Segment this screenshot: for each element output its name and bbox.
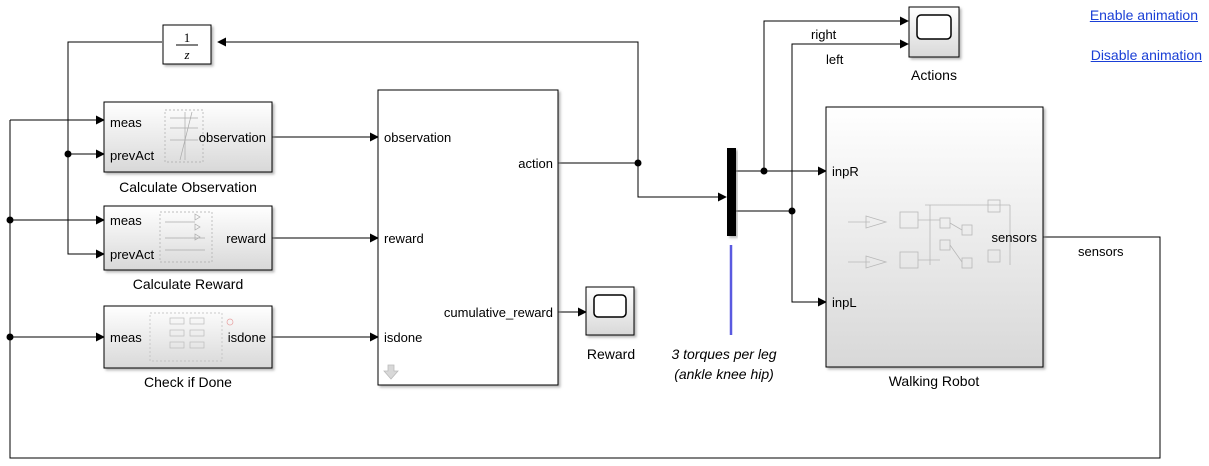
block-label-walking-robot: Walking Robot [889, 373, 980, 389]
port-label-prevact: prevAct [110, 247, 154, 262]
port-label-reward: reward [226, 231, 266, 246]
scope-icon [593, 294, 627, 318]
port-label-action: action [518, 156, 553, 171]
scope-icon [916, 14, 952, 40]
branch-dot [634, 159, 642, 167]
branch-points [6, 150, 796, 341]
arrow-down-icon[interactable] [383, 364, 399, 380]
rl-agent-block[interactable]: observation reward isdone action cumulat… [377, 89, 559, 386]
disable-animation-link[interactable]: Disable animation [1090, 47, 1202, 63]
unit-delay-denominator: z [183, 47, 189, 62]
subsystem-preview-icon [164, 109, 204, 163]
block-label-calculate-observation: Calculate Observation [119, 179, 257, 195]
annotation: 3 torques per leg (ankle knee hip) [671, 245, 777, 382]
port-label-meas: meas [110, 330, 142, 345]
block-label-calculate-reward: Calculate Reward [133, 276, 244, 292]
port-label-inpl: inpL [832, 295, 857, 310]
wire-action-feedback [217, 37, 639, 163]
annotation-line-2: (ankle knee hip) [674, 366, 774, 382]
block-label-actions-scope: Actions [911, 67, 957, 83]
check-if-done-block[interactable]: meas isdone Check if Done [103, 305, 273, 390]
branch-dot [6, 333, 14, 341]
subsystem-preview-icon [848, 199, 1011, 269]
signal-label-left: left [826, 52, 844, 67]
branch-dot [6, 216, 14, 224]
actions-scope-block[interactable]: Actions [908, 6, 960, 83]
subsystem-preview-icon [159, 211, 213, 263]
calculate-observation-block[interactable]: meas prevAct observation Calculate Obser… [103, 101, 273, 195]
port-label-isdone: isdone [384, 330, 422, 345]
port-label-prevact: prevAct [110, 148, 154, 163]
reward-scope-block[interactable]: Reward [585, 286, 635, 362]
demux-block[interactable] [727, 148, 736, 236]
port-label-inpr: inpR [832, 164, 859, 179]
signal-label-sensors: sensors [1078, 244, 1124, 259]
wire-right-to-scope [763, 16, 909, 171]
port-label-meas: meas [110, 213, 142, 228]
wire-left [736, 210, 827, 307]
block-label-check-if-done: Check if Done [144, 374, 232, 390]
port-label-meas: meas [110, 115, 142, 130]
branch-dot [64, 150, 72, 158]
block-label-reward-scope: Reward [587, 346, 635, 362]
port-label-sensors: sensors [991, 230, 1037, 245]
subsystem-preview-icon [149, 312, 234, 362]
wire-sensors-feedback [9, 120, 1161, 459]
wire-left-to-scope [791, 39, 909, 211]
wire-prevact-reward [67, 41, 162, 259]
unit-delay-numerator: 1 [184, 30, 191, 45]
signal-wires [9, 16, 1161, 459]
port-label-reward: reward [384, 231, 424, 246]
unit-delay-block[interactable]: 1 z [162, 24, 212, 65]
port-label-observation: observation [384, 130, 451, 145]
calculate-reward-block[interactable]: meas prevAct reward Calculate Reward [103, 205, 273, 292]
port-label-isdone: isdone [228, 330, 266, 345]
wire-action-to-demux [637, 163, 727, 202]
port-label-observation: observation [199, 130, 266, 145]
enable-animation-link[interactable]: Enable animation [1089, 7, 1198, 23]
signal-label-right: right [811, 27, 837, 42]
branch-dot [760, 167, 768, 175]
branch-dot [788, 207, 796, 215]
walking-robot-block[interactable]: inpR inpL sensors Walking Robot [825, 106, 1044, 389]
annotation-line-1: 3 torques per leg [671, 346, 776, 362]
port-label-cumulative-reward: cumulative_reward [444, 305, 553, 320]
